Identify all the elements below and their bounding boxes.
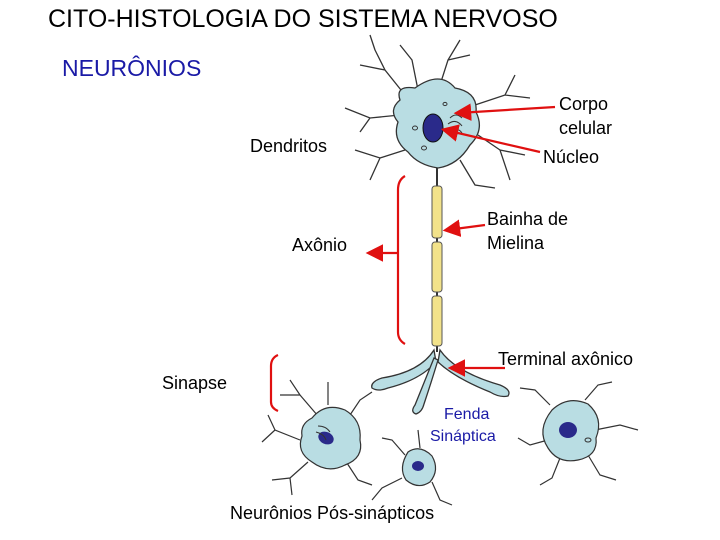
- label-axonio: Axônio: [292, 235, 348, 255]
- post-synaptic-neuron-left: [261, 379, 373, 496]
- label-terminal-axonico: Terminal axônico: [498, 349, 634, 369]
- bracket-axonio: [396, 175, 406, 345]
- label-celular: celular: [559, 118, 613, 138]
- label-bainha: Bainha de: [487, 209, 569, 229]
- label-neuronios-pos-sinapticos: Neurônios Pós-sinápticos: [230, 503, 435, 523]
- label-corpo: Corpo: [559, 94, 609, 114]
- post-synaptic-neuron-center: [371, 429, 453, 506]
- label-mielina: Mielina: [487, 233, 545, 253]
- dendrites: [344, 34, 531, 189]
- label-sinapse: Sinapse: [162, 373, 228, 393]
- post-synaptic-neuron-right: [517, 381, 639, 486]
- arrow-nucleo: [440, 124, 541, 154]
- axon-terminal: [371, 348, 510, 415]
- label-dendritos: Dendritos: [250, 136, 328, 156]
- myelin-sheath: [431, 185, 443, 347]
- main-neuron: [344, 34, 531, 415]
- label-nucleo: Núcleo: [543, 147, 600, 167]
- arrow-bainha: [442, 219, 486, 238]
- page-title: CITO-HISTOLOGIA DO SISTEMA NERVOSO: [48, 5, 558, 33]
- label-sinaptica: Sináptica: [430, 428, 496, 445]
- arrow-corpo-celular: [453, 103, 556, 121]
- nucleus: [422, 113, 444, 143]
- annotation-arrows: [269, 103, 556, 413]
- label-fenda: Fenda: [444, 406, 490, 423]
- bracket-sinapse: [269, 353, 279, 413]
- page-subtitle: NEURÔNIOS: [62, 55, 202, 81]
